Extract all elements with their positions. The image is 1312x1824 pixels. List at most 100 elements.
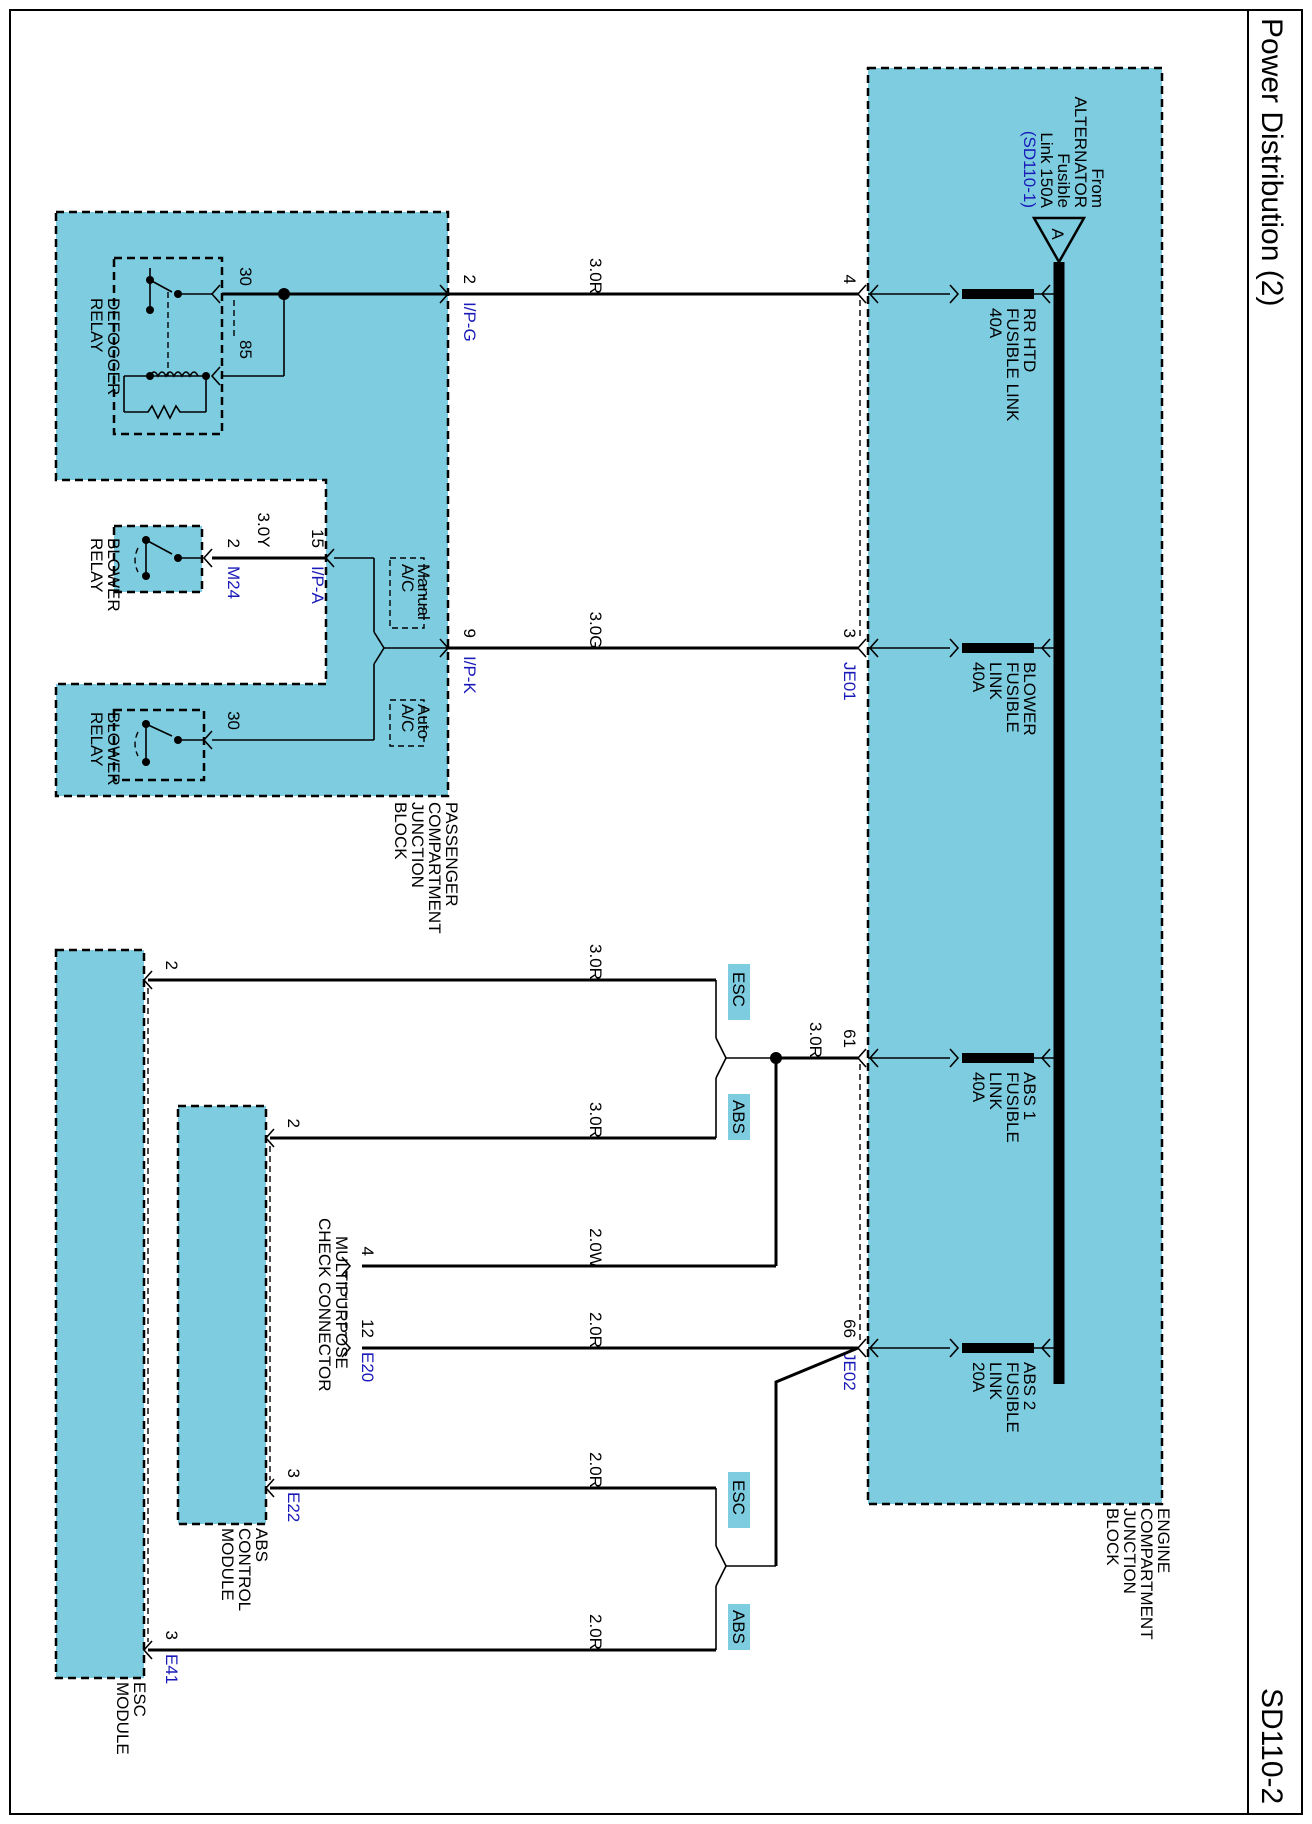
esc-module-label: ESC MODULE (113, 1682, 149, 1755)
svg-text:CHECK CONNECTOR: CHECK CONNECTOR (315, 1218, 334, 1391)
engine-junction-block (866, 66, 1164, 1506)
wire-label-abs1-main: 3.0R (806, 1022, 825, 1058)
connector-e22: E22 (284, 1492, 303, 1522)
connection-marker-a-icon (1031, 216, 1087, 265)
wire-abs2-branch (774, 1346, 859, 1566)
svg-text:DEFOGGER: DEFOGGER (104, 298, 123, 395)
svg-text:COMPARTMENT: COMPARTMENT (1137, 1508, 1156, 1640)
fuse-abs1: ABS 1 FUSIBLE LINK 40A (868, 1048, 1054, 1143)
svg-text:ESC: ESC (130, 1682, 149, 1717)
svg-text:From: From (1088, 168, 1107, 208)
svg-text:BLOWER: BLOWER (104, 538, 123, 612)
svg-text:3: 3 (284, 1469, 303, 1478)
page-title: Power Distribution (2) (1255, 18, 1288, 306)
svg-text:3: 3 (162, 1631, 181, 1640)
svg-text:BLOCK: BLOCK (1103, 1508, 1122, 1566)
svg-text:66: 66 (840, 1319, 859, 1338)
svg-text:RELAY: RELAY (87, 712, 106, 767)
svg-text:4: 4 (840, 275, 859, 284)
abs1-branch-wiring (715, 980, 778, 1266)
pin-9-ipk: 9 (460, 629, 479, 638)
svg-text:85: 85 (236, 340, 255, 359)
svg-text:A/C: A/C (398, 564, 417, 592)
tag-esc-bottom (728, 1472, 750, 1528)
svg-text:61: 61 (840, 1029, 859, 1048)
pin-2-ipg: 2 (460, 275, 479, 284)
svg-text:LINK: LINK (986, 1362, 1005, 1400)
wire-label-abs-top: 3.0R (586, 1102, 605, 1138)
blower-relay-manual-internals: BLOWER RELAY 2 M24 (87, 536, 243, 612)
svg-text:ABS 2: ABS 2 (1020, 1362, 1039, 1410)
wire-label-rr-htd: 3.0R (586, 258, 605, 294)
svg-text:40A: 40A (986, 308, 1005, 339)
check-connector: 4 12 E20 MULTIPURPOSE CHECK CONNECTOR (315, 1218, 377, 1391)
connector-e20: E20 (358, 1352, 377, 1382)
fuse-rr-htd: RR HTD FUSIBLE LINK 40A (868, 284, 1054, 422)
connector-je02: JE02 (840, 1352, 859, 1391)
engine-block-pins: 4 3 61 66 JE01 JE02 (840, 275, 867, 1391)
alternator-source-label: From ALTERNATOR Fusible Link 150A (SD110… (1020, 97, 1107, 209)
svg-text:2: 2 (284, 1119, 303, 1128)
svg-text:JUNCTION: JUNCTION (1120, 1508, 1139, 1594)
svg-text:MODULE: MODULE (113, 1682, 132, 1755)
svg-text:ABS: ABS (729, 1610, 748, 1644)
svg-text:2: 2 (162, 961, 181, 970)
fuse-blower: BLOWER FUSIBLE LINK 40A (868, 638, 1054, 736)
wire-label-check-4: 2.0W (586, 1228, 605, 1268)
svg-text:Auto: Auto (414, 704, 433, 739)
svg-text:LINK: LINK (986, 1072, 1005, 1110)
tag-esc-top (728, 964, 750, 1020)
engine-block-label: ENGINE COMPARTMENT JUNCTION BLOCK (1103, 1508, 1173, 1640)
esc-module (54, 948, 146, 1680)
wire-label-check-12: 2.0R (586, 1312, 605, 1348)
svg-text:RR HTD: RR HTD (1020, 308, 1039, 372)
blower-relay-manual (112, 524, 204, 594)
svg-text:JUNCTION: JUNCTION (408, 802, 427, 888)
svg-text:ABS 1: ABS 1 (1020, 1072, 1039, 1120)
svg-text:LINK: LINK (986, 662, 1005, 700)
svg-text:Manual: Manual (414, 564, 433, 620)
option-split-wiring (334, 557, 448, 740)
svg-text:40A: 40A (969, 662, 988, 693)
connector-e41: E41 (162, 1654, 181, 1684)
wire-label-abs-bottom: 2.0R (586, 1614, 605, 1650)
svg-text:RELAY: RELAY (87, 298, 106, 353)
svg-text:2: 2 (224, 539, 243, 548)
connector-ipk: I/P-K (460, 656, 479, 694)
abs-control-module (176, 1104, 268, 1526)
svg-text:MULTIPURPOSE: MULTIPURPOSE (332, 1236, 351, 1369)
svg-text:12: 12 (358, 1319, 377, 1338)
svg-text:ENGINE: ENGINE (1154, 1508, 1173, 1573)
svg-text:40A: 40A (969, 1072, 988, 1103)
svg-text:FUSIBLE: FUSIBLE (1003, 1072, 1022, 1143)
svg-text:Fusible: Fusible (1054, 153, 1073, 208)
blower-relay-auto (112, 708, 206, 782)
wire-label-esc-bottom: 2.0R (586, 1452, 605, 1488)
svg-text:A/C: A/C (398, 704, 417, 732)
svg-text:20A: 20A (969, 1362, 988, 1393)
svg-text:MODULE: MODULE (218, 1528, 237, 1601)
pin-15: 15 (308, 529, 327, 548)
option-manual-ac (389, 557, 425, 629)
svg-text:BLOCK: BLOCK (391, 802, 410, 860)
svg-text:BLOWER: BLOWER (104, 712, 123, 786)
esc-module-pins: 2 3 E41 (142, 961, 181, 1684)
connector-ipg: I/P-G (460, 302, 479, 342)
svg-text:ABS: ABS (252, 1528, 271, 1562)
svg-text:RELAY: RELAY (87, 538, 106, 593)
svg-text:FUSIBLE: FUSIBLE (1003, 662, 1022, 733)
svg-text:4: 4 (358, 1247, 377, 1256)
blower-relay-auto-internals: BLOWER RELAY 30 (87, 711, 374, 786)
connection-marker-a-label: A (1048, 228, 1067, 240)
tag-abs-top (728, 1094, 750, 1140)
svg-text:3: 3 (840, 629, 859, 638)
svg-text:COMPARTMENT: COMPARTMENT (425, 802, 444, 934)
svg-text:(SD110-1): (SD110-1) (1020, 131, 1039, 208)
svg-text:FUSIBLE: FUSIBLE (1003, 1362, 1022, 1433)
svg-text:Link 150A: Link 150A (1037, 132, 1056, 208)
abs-module-pins: 2 3 E22 (264, 1119, 303, 1522)
connector-ipa: I/P-A (308, 566, 327, 604)
svg-text:30: 30 (236, 267, 255, 286)
svg-text:CONTROL: CONTROL (235, 1528, 254, 1611)
